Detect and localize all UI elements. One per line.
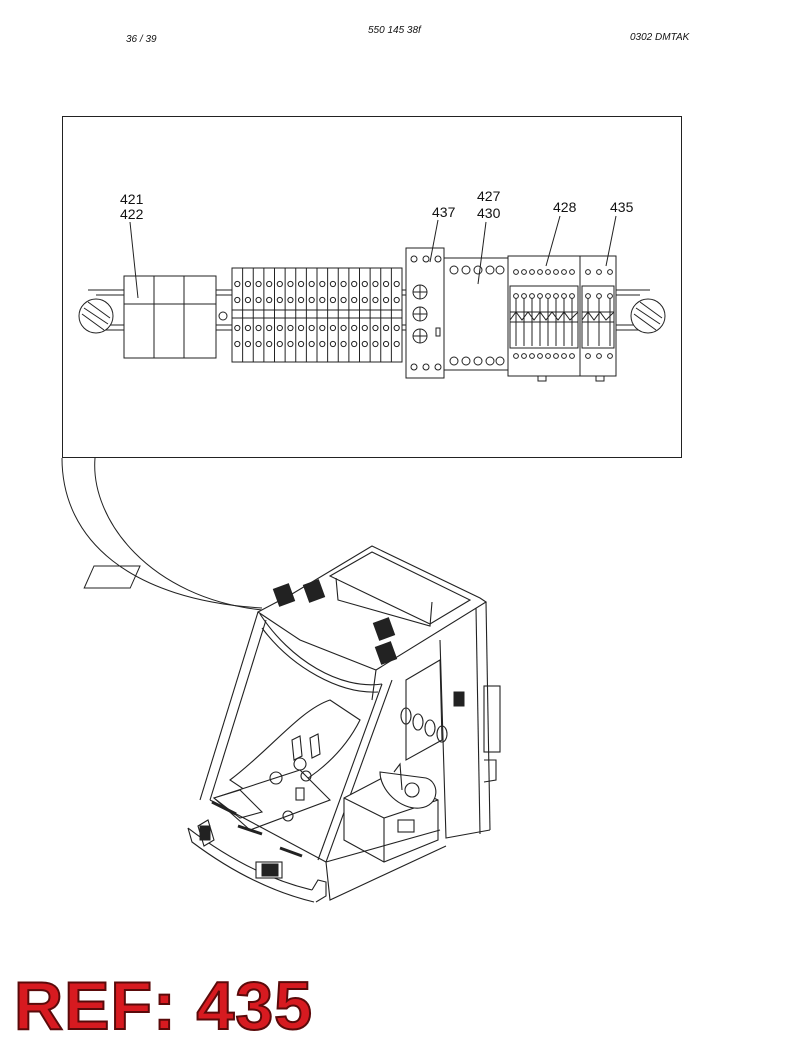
end-stop-left (78, 298, 114, 334)
detail-leader-curve (61, 457, 263, 611)
leader-lines (129, 215, 617, 299)
reference-label: REF: 435 (13, 968, 313, 1044)
callout-435: 435 (610, 199, 634, 215)
module-437 (405, 247, 445, 379)
terminal-group-421-422 (123, 275, 228, 359)
callout-430: 430 (477, 205, 501, 221)
relay-module-428 (507, 255, 581, 382)
callout-421: 421 (120, 191, 144, 207)
page-number: 36 / 39 (126, 34, 157, 45)
callout-428: 428 (553, 199, 577, 215)
module-427-430 (443, 257, 509, 371)
truck-lights (199, 579, 465, 877)
document-number: 550 145 38f (368, 25, 421, 36)
callout-427: 427 (477, 188, 501, 204)
end-stop-right (630, 298, 666, 334)
callout-422: 422 (120, 206, 144, 222)
terminal-strip (231, 267, 403, 363)
callout-437: 437 (432, 204, 456, 220)
revision-code: 0302 DMTAK (630, 32, 690, 43)
truck-drawing (83, 545, 501, 903)
detail-frame (62, 116, 682, 458)
